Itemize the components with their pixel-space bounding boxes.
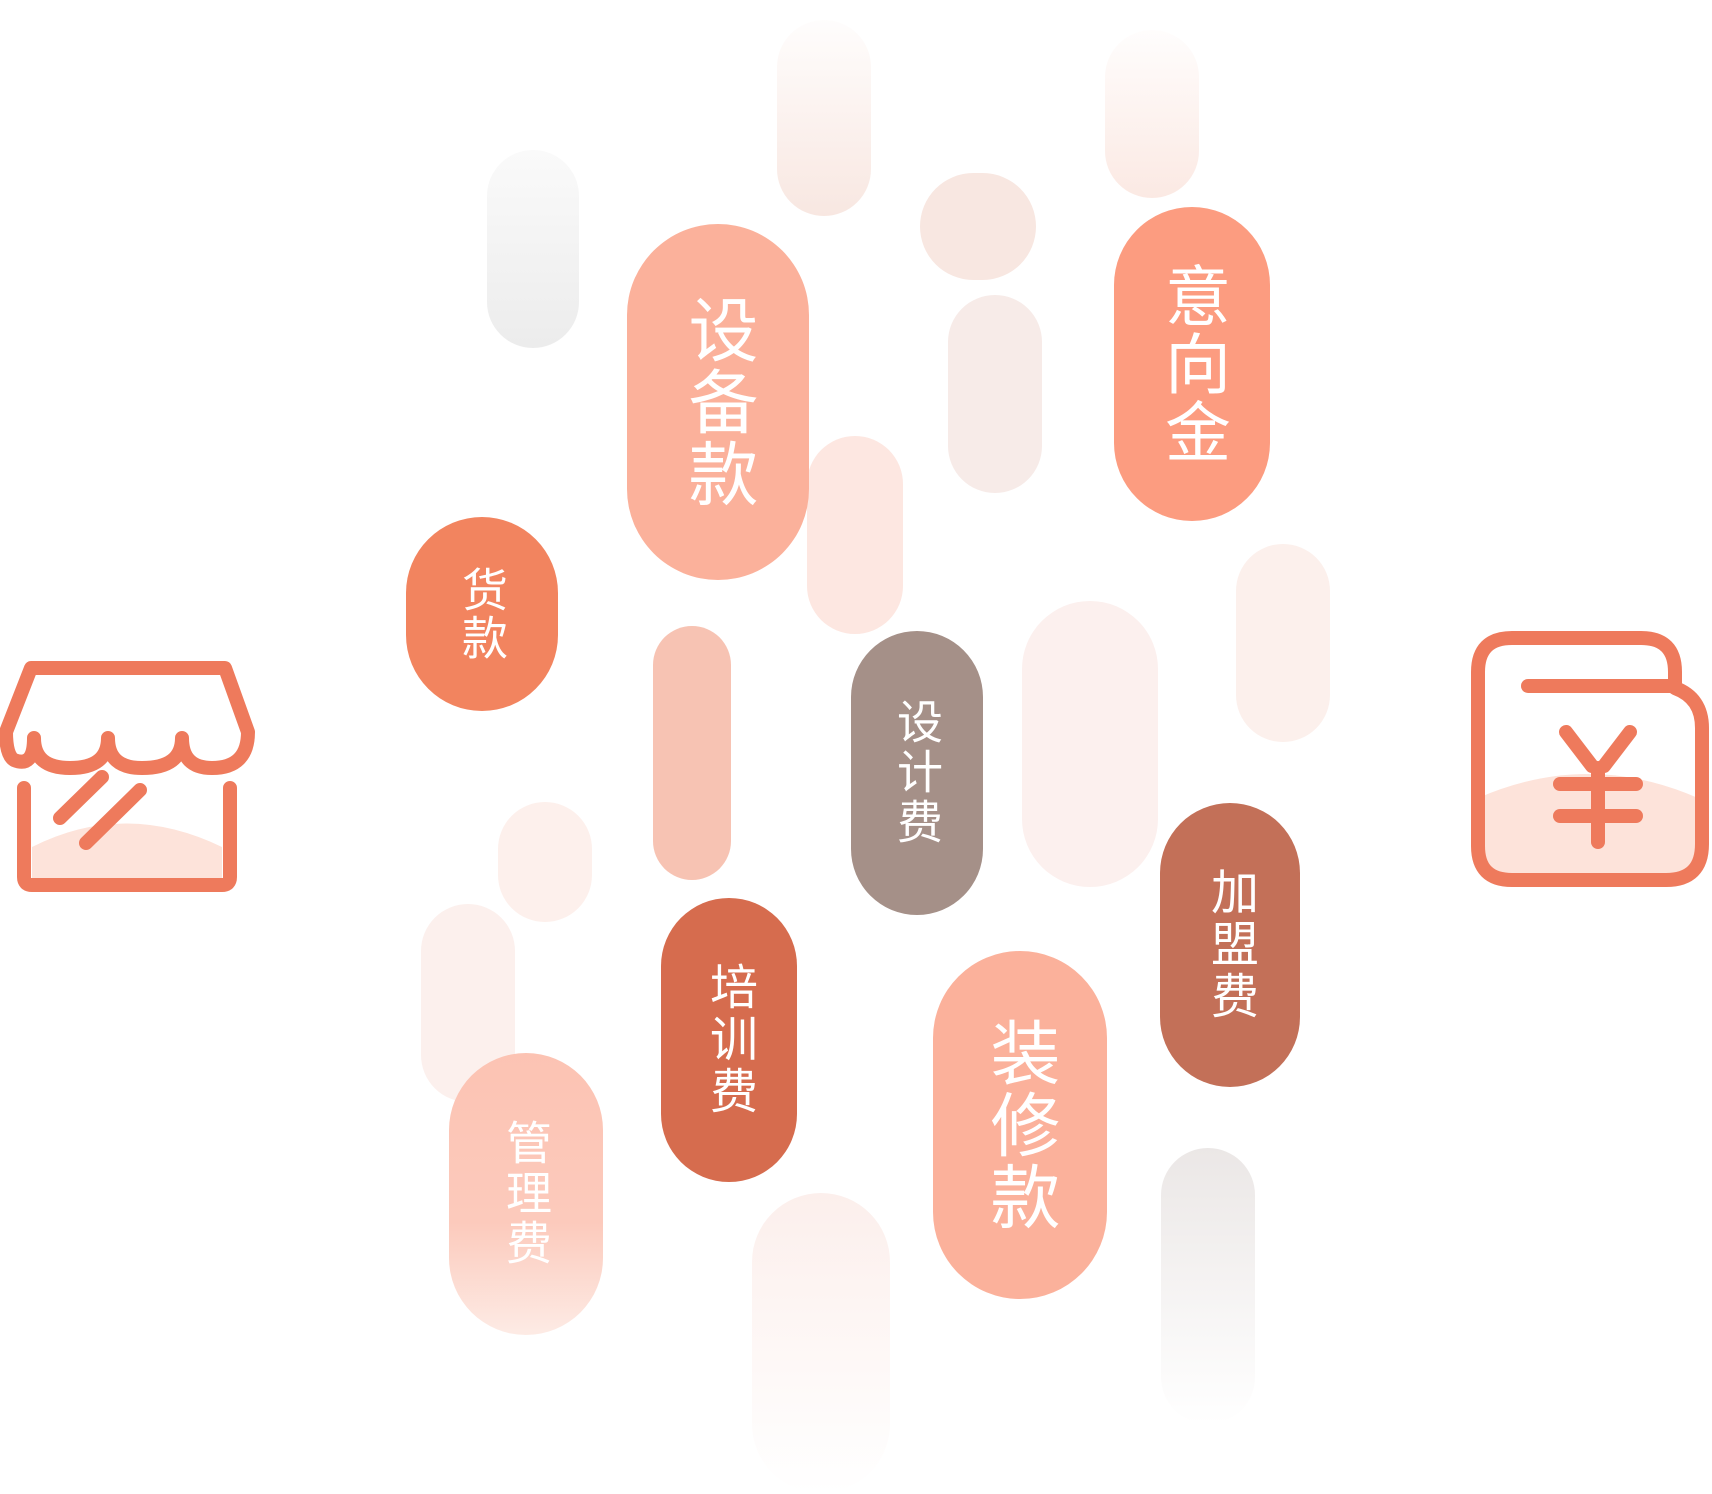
fee-pill-design: 设计费	[851, 631, 983, 915]
decor-pill	[1105, 30, 1199, 198]
wallet-yuan-icon	[1471, 631, 1709, 887]
decor-pill	[752, 1193, 890, 1493]
decor-pill	[1161, 1148, 1255, 1424]
decor-pill	[777, 20, 871, 216]
decor-pill	[1236, 544, 1330, 742]
decor-pill	[1022, 601, 1158, 887]
decor-pill	[807, 436, 903, 634]
decor-pill	[653, 626, 731, 880]
fee-label-decoration: 装修款	[979, 1017, 1061, 1233]
decor-pill	[498, 802, 592, 922]
fee-label-design: 设计费	[890, 698, 944, 848]
fee-label-training: 培训费	[701, 962, 757, 1118]
fee-pill-equipment: 设备款	[627, 224, 809, 580]
fee-label-franchise: 加盟费	[1202, 867, 1258, 1023]
fee-pill-decoration: 装修款	[933, 951, 1107, 1299]
fee-pill-goods: 货款	[406, 517, 558, 711]
fee-pill-management: 管理费	[449, 1053, 603, 1335]
decor-pill	[920, 173, 1036, 280]
shop-icon	[0, 661, 255, 892]
fee-pill-franchise: 加盟费	[1160, 803, 1300, 1087]
fee-pill-intent: 意向金	[1114, 207, 1270, 521]
fee-pill-training: 培训费	[661, 898, 797, 1182]
fee-label-equipment: 设备款	[677, 294, 759, 510]
decor-pill	[487, 150, 579, 348]
fee-label-goods: 货款	[455, 566, 509, 662]
fee-label-intent: 意向金	[1154, 262, 1231, 466]
decor-pill	[948, 295, 1042, 493]
fee-label-management: 管理费	[499, 1119, 553, 1269]
